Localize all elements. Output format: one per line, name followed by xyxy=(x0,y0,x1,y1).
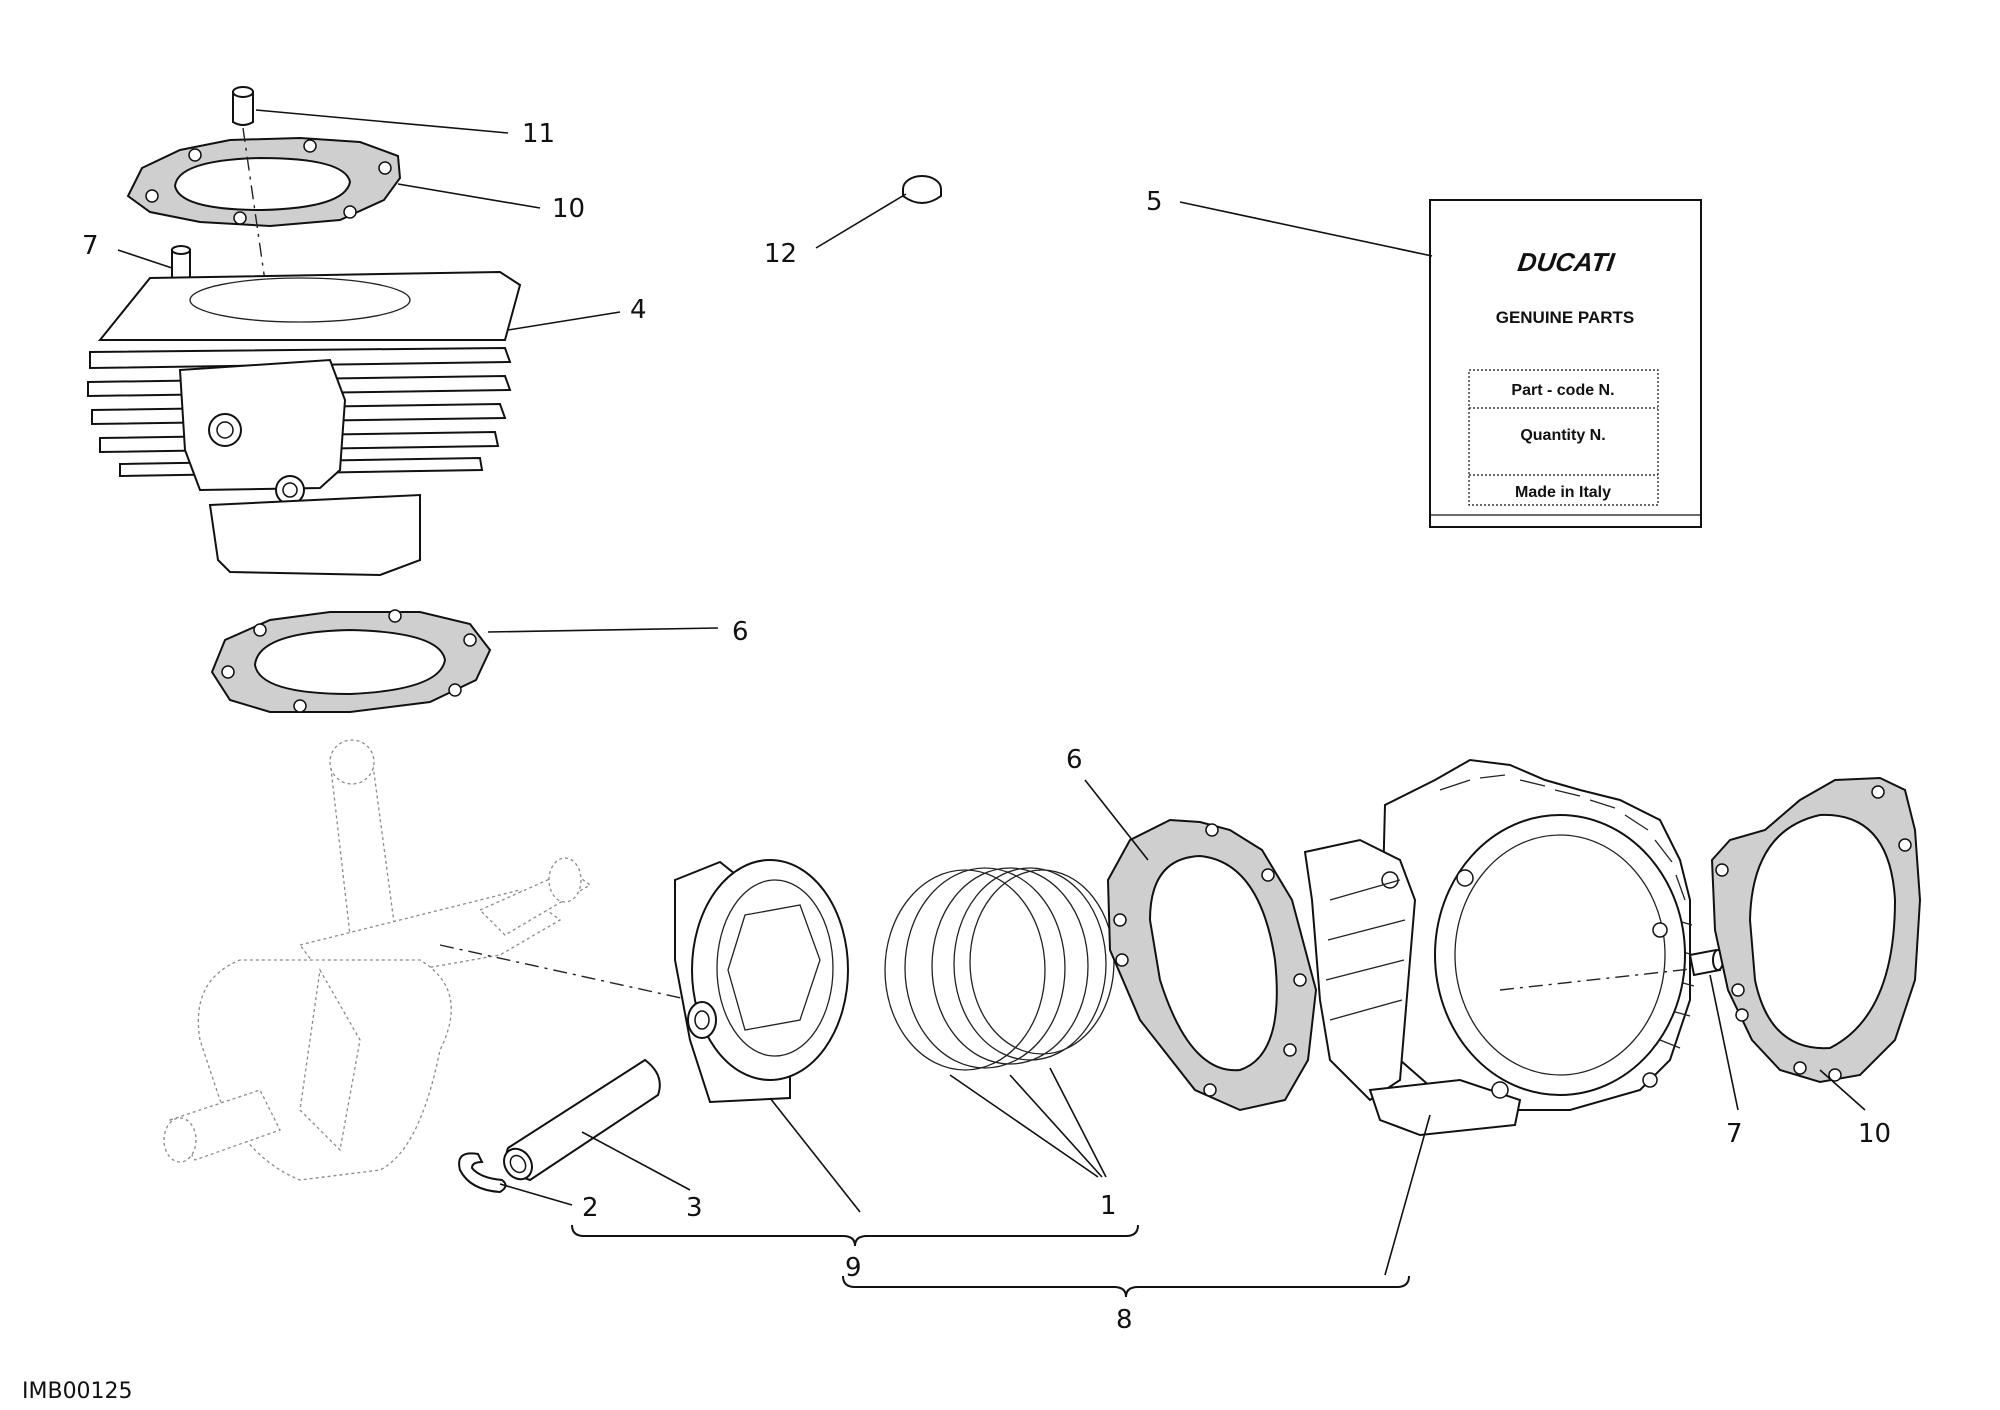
quantity-field: Quantity N. xyxy=(1520,427,1605,444)
brace-kit-9 xyxy=(571,1224,1139,1247)
genuine-parts-label: DUCATI GENUINE PARTS Part - code N. Quan… xyxy=(1429,199,1702,528)
callout-7-right: 7 xyxy=(1726,1119,1743,1149)
head-gasket-right xyxy=(1710,776,1922,1084)
callout-5: 5 xyxy=(1146,187,1163,217)
alignment-line xyxy=(439,944,691,1001)
callout-2: 2 xyxy=(582,1193,599,1223)
dowel-pin-right xyxy=(1688,948,1724,977)
callout-6-mid: 6 xyxy=(1066,745,1083,775)
circlip xyxy=(458,1152,507,1194)
cylinder-lower xyxy=(1303,758,1695,1137)
origin-field: Made in Italy xyxy=(1515,484,1611,501)
callout-3: 3 xyxy=(686,1193,703,1223)
dowel-pin-left xyxy=(171,245,191,282)
callout-6-top: 6 xyxy=(732,617,749,647)
piston-rings xyxy=(884,867,1115,1071)
callout-7-top: 7 xyxy=(82,231,99,261)
callout-10-top: 10 xyxy=(552,194,585,224)
piston xyxy=(674,859,849,1104)
callout-10-right: 10 xyxy=(1858,1119,1891,1149)
part-code-field: Part - code N. xyxy=(1511,382,1614,399)
label-heading: GENUINE PARTS xyxy=(1496,308,1635,327)
brace-kit-8 xyxy=(842,1275,1410,1298)
crankshaft-ghost xyxy=(163,739,592,1181)
callout-9: 9 xyxy=(845,1253,862,1283)
callout-8: 8 xyxy=(1116,1305,1133,1335)
base-gasket-top xyxy=(210,609,492,713)
dowel-pin-top xyxy=(232,86,254,126)
base-gasket-mid xyxy=(1106,818,1318,1112)
piston-pin xyxy=(503,1058,661,1182)
drawing-code: IMB00125 xyxy=(22,1379,133,1404)
head-gasket-top xyxy=(126,136,402,228)
brand-logo: DUCATI xyxy=(1516,247,1617,277)
valve-shim-cap xyxy=(902,175,942,204)
callout-4: 4 xyxy=(630,295,647,325)
cylinder-upper xyxy=(87,270,522,577)
callout-11: 11 xyxy=(522,119,555,149)
alignment-line xyxy=(1499,967,1701,991)
alignment-line xyxy=(242,127,267,289)
leader-lines xyxy=(117,109,1866,1276)
callout-12: 12 xyxy=(764,239,797,269)
callout-1: 1 xyxy=(1100,1191,1117,1221)
